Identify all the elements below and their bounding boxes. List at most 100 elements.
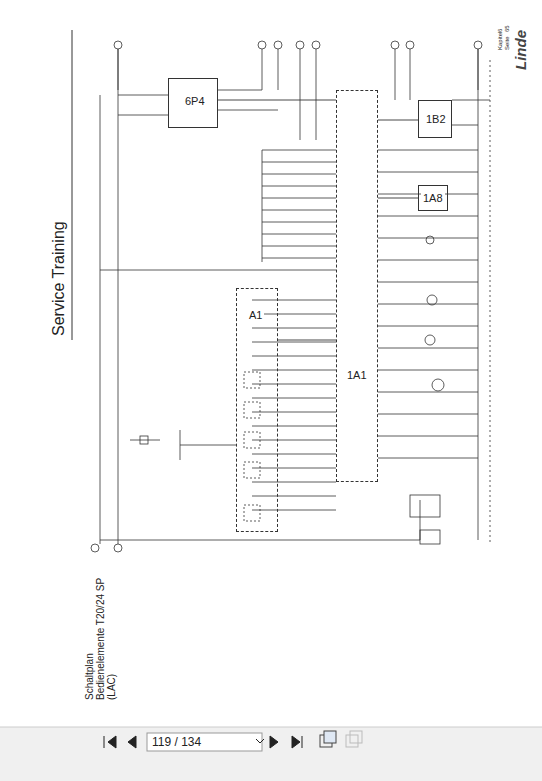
wire-connector (378, 198, 418, 199)
wire (252, 300, 336, 301)
toolbar (0, 727, 542, 781)
wire (378, 238, 478, 239)
wire (410, 90, 411, 100)
terminal (312, 41, 320, 49)
component-symbol (140, 436, 148, 444)
component-symbol (410, 495, 440, 517)
component-box: 1B2 (418, 100, 452, 138)
wire (252, 440, 336, 441)
terminal (114, 544, 122, 552)
terminal (406, 41, 414, 49)
component-label: 1A8 (421, 192, 445, 204)
header-text: Schaltplan (84, 653, 95, 700)
wire (378, 348, 478, 349)
header-text: Kapitel (497, 32, 503, 50)
wire (262, 186, 336, 187)
wire (452, 125, 478, 126)
wire (378, 414, 478, 415)
component-label: 6P4 (183, 95, 207, 107)
wire (252, 384, 336, 385)
wire (378, 326, 478, 327)
component-symbol (244, 402, 260, 418)
wire (252, 342, 336, 343)
component-label: 1A1 (345, 369, 369, 381)
wire (252, 370, 336, 371)
wire (252, 454, 336, 455)
terminal (426, 236, 434, 244)
wire (378, 216, 478, 217)
wire (252, 398, 336, 399)
header-text: Linde (512, 30, 529, 70)
wire (378, 370, 478, 371)
wire (252, 496, 336, 497)
wire (262, 258, 336, 259)
wire (100, 95, 101, 544)
header-text: 65 (504, 25, 510, 32)
wire (378, 282, 478, 283)
module-box: A1 (236, 288, 278, 532)
component-box: 1A8 (418, 185, 448, 211)
wire (252, 426, 336, 427)
wire (262, 49, 263, 90)
header-text: (LAC) (106, 674, 117, 700)
wire (218, 110, 278, 111)
wire (378, 436, 478, 437)
wire (252, 328, 336, 329)
wire (300, 49, 301, 90)
wire (130, 440, 160, 441)
terminal (474, 41, 482, 49)
component-label: A1 (247, 309, 264, 321)
wire (378, 392, 478, 393)
wire (278, 49, 279, 90)
wire (378, 304, 478, 305)
header-text: 6 (497, 29, 503, 32)
wire (118, 95, 168, 96)
wire (316, 49, 317, 90)
module-box: 1A1 (336, 90, 378, 482)
title: Service Training (50, 221, 68, 336)
wire (100, 270, 336, 271)
wire (252, 510, 336, 511)
terminal (425, 335, 435, 345)
component-box: 6P4 (168, 78, 218, 128)
wire (300, 90, 301, 140)
wire (118, 115, 168, 116)
header-text: Bedienelemente T20/24 SP (95, 578, 106, 700)
wire (395, 90, 396, 100)
component-symbol (244, 432, 260, 448)
wire (262, 210, 336, 211)
page-counter: 119 / 134 (152, 735, 201, 749)
header-text: Seite (504, 36, 510, 50)
wire-connector (278, 340, 336, 341)
wire (252, 482, 336, 483)
component-symbol (244, 505, 260, 521)
wire (410, 49, 411, 90)
wire (252, 314, 336, 315)
wire (262, 174, 336, 175)
terminal (274, 41, 282, 49)
wire (378, 260, 478, 261)
component-symbol (244, 372, 260, 388)
component-symbol (244, 462, 260, 478)
wire (490, 60, 491, 545)
component-symbol (420, 530, 440, 544)
terminal (432, 379, 444, 391)
wire (252, 356, 336, 357)
wire (262, 162, 336, 163)
terminal (391, 41, 399, 49)
terminal (296, 41, 304, 49)
component-label: 1B2 (424, 113, 448, 125)
terminal (91, 544, 99, 552)
wire (180, 430, 181, 460)
wire (218, 90, 262, 91)
wire (262, 246, 336, 247)
wire (262, 198, 336, 199)
wire (452, 100, 490, 101)
wire (262, 222, 336, 223)
wire-connector (378, 120, 418, 121)
wire (118, 49, 119, 544)
wire (252, 468, 336, 469)
wire (262, 150, 336, 151)
wire-connector (218, 100, 336, 101)
